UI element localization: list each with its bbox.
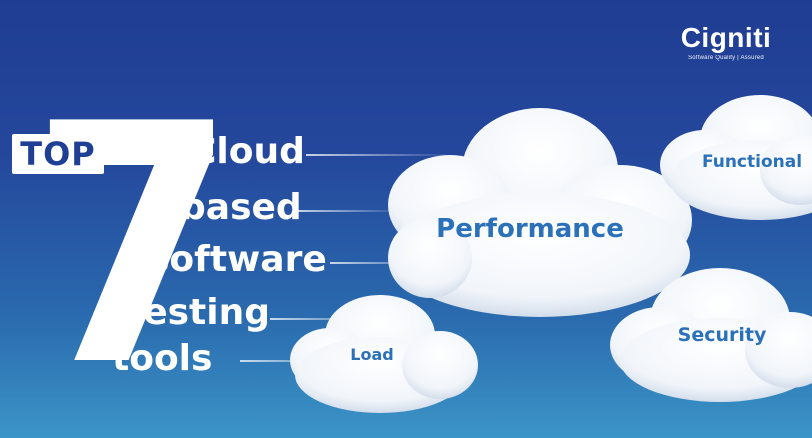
logo-tagline: Software Quality | Assured bbox=[688, 55, 764, 61]
headline-word-software: software bbox=[148, 239, 327, 280]
headline-word-testing: testing bbox=[126, 292, 270, 333]
speed-line bbox=[330, 262, 430, 264]
load-cloud bbox=[290, 295, 478, 413]
load-label: Load bbox=[350, 345, 394, 364]
logo-brand: Cigniti bbox=[680, 22, 772, 53]
security-label: Security bbox=[677, 324, 767, 346]
headline-word-tools: tools bbox=[112, 338, 213, 379]
performance-label: Performance bbox=[436, 214, 624, 244]
headline-word-cloud: Cloud bbox=[190, 131, 305, 172]
performance-cloud bbox=[388, 108, 692, 317]
speed-line bbox=[306, 154, 446, 156]
functional-label: Functional bbox=[701, 152, 803, 172]
cigniti-logo: Cigniti Software Quality | Assured bbox=[666, 22, 786, 62]
security-cloud bbox=[610, 268, 812, 402]
speed-line bbox=[270, 318, 380, 320]
top-label: TOP bbox=[12, 134, 104, 174]
headline-word-based: based bbox=[180, 187, 302, 228]
functional-cloud bbox=[660, 95, 812, 220]
speed-line bbox=[296, 210, 396, 212]
